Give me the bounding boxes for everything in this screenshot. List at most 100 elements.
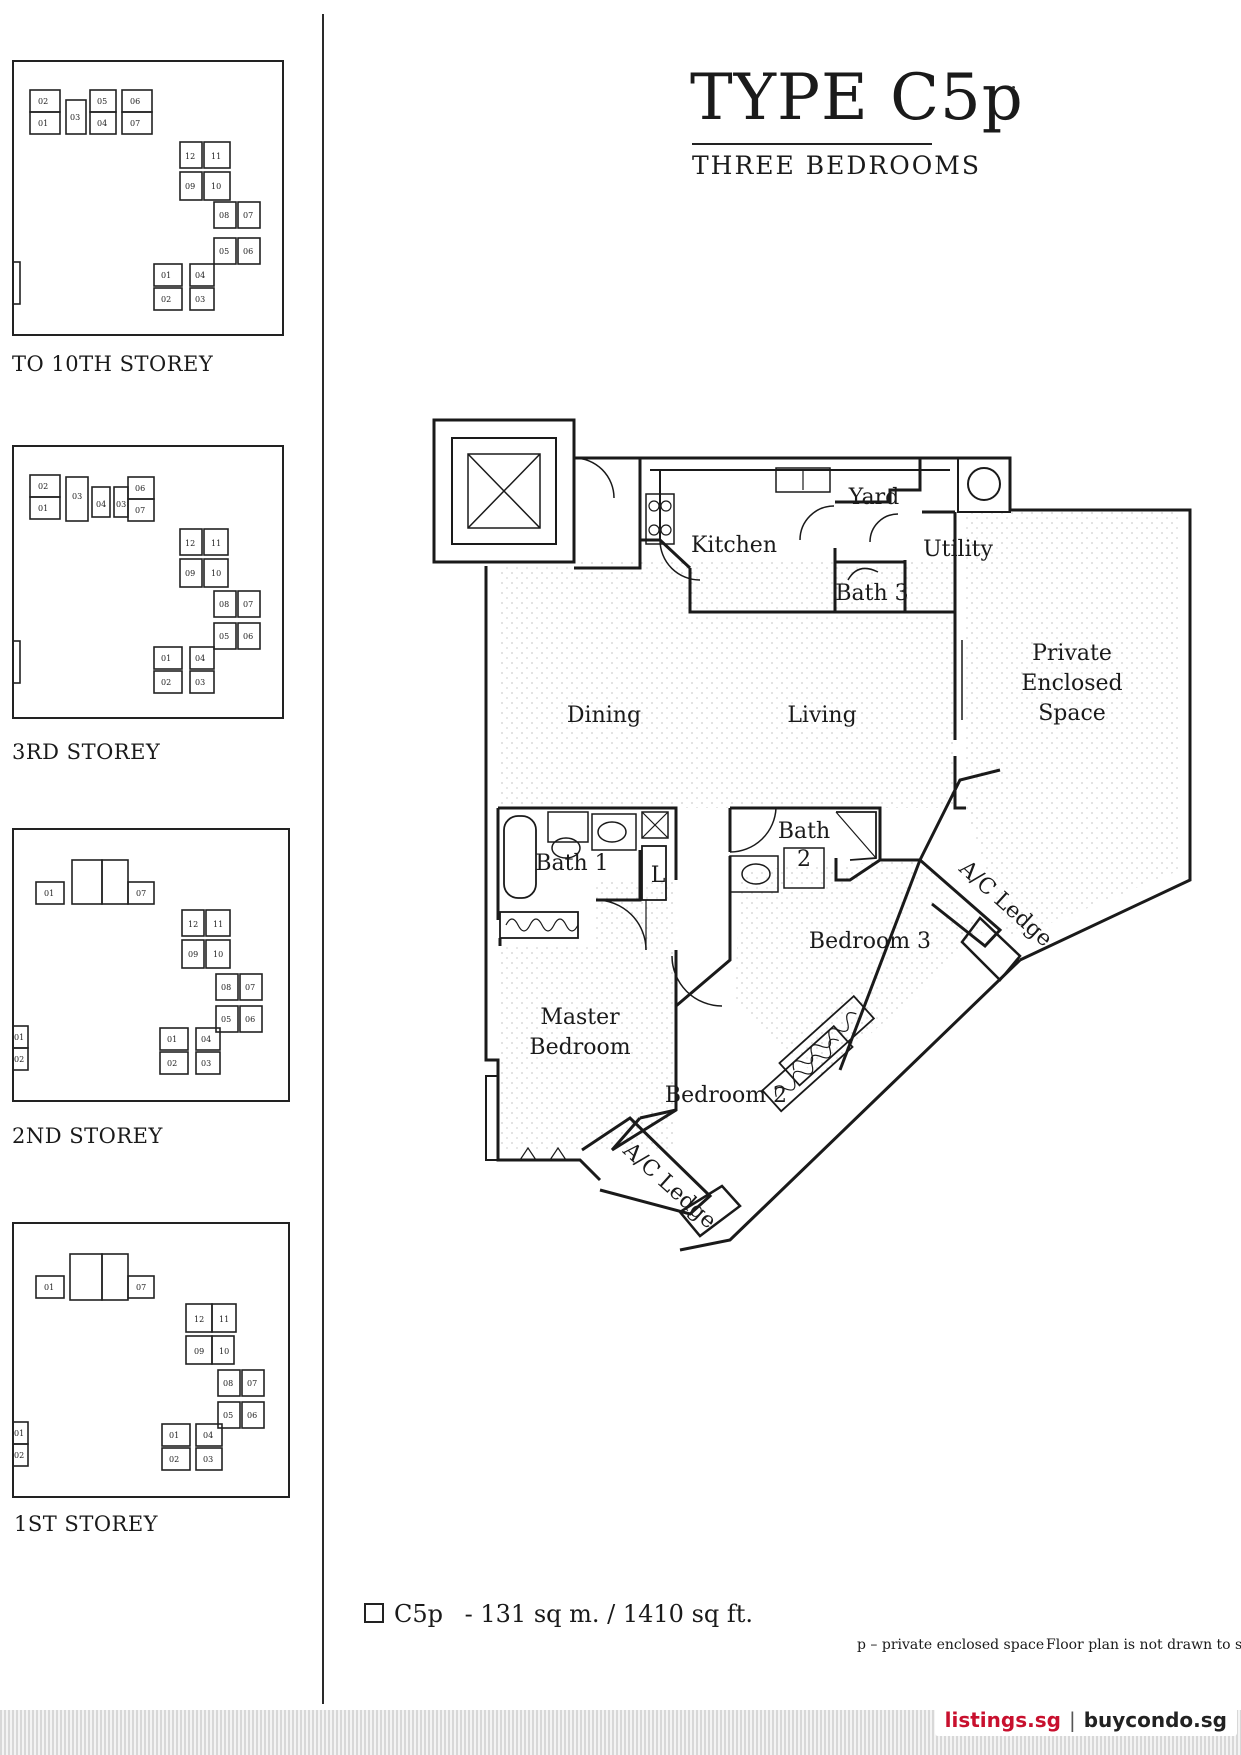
room-yard-label: Yard bbox=[848, 485, 900, 510]
svg-text:01: 01 bbox=[44, 1283, 54, 1292]
unit-area-legend: C5p - 131 sq m. / 1410 sq ft. bbox=[364, 1600, 753, 1628]
svg-text:08: 08 bbox=[219, 600, 229, 609]
ac-ledge-bottom-label: A/C Ledge bbox=[617, 1137, 721, 1234]
svg-text:03: 03 bbox=[116, 500, 126, 509]
svg-text:01: 01 bbox=[169, 1431, 179, 1440]
room-bath3-label: Bath 3 bbox=[835, 581, 908, 606]
page-divider bbox=[322, 14, 324, 1704]
svg-text:03: 03 bbox=[195, 678, 205, 687]
svg-text:04: 04 bbox=[203, 1431, 213, 1440]
svg-text:09: 09 bbox=[194, 1347, 204, 1356]
legend-checkbox-icon bbox=[364, 1603, 384, 1623]
svg-text:07: 07 bbox=[136, 889, 146, 898]
svg-text:01: 01 bbox=[38, 504, 48, 513]
svg-text:08: 08 bbox=[219, 211, 229, 220]
svg-text:08: 08 bbox=[221, 983, 231, 992]
legend-area: - 131 sq m. / 1410 sq ft. bbox=[464, 1600, 754, 1628]
svg-text:04: 04 bbox=[96, 500, 106, 509]
svg-text:07: 07 bbox=[245, 983, 255, 992]
svg-text:07: 07 bbox=[130, 119, 140, 128]
master-bedroom-floor bbox=[500, 880, 675, 1150]
title-rule bbox=[692, 143, 932, 145]
svg-text:01: 01 bbox=[161, 654, 171, 663]
floor-plan: Kitchen Yard Utility Bath 3 Private Encl… bbox=[432, 418, 1192, 1252]
room-utility-label: Utility bbox=[923, 537, 993, 562]
svg-text:06: 06 bbox=[247, 1411, 257, 1420]
lift-shaft bbox=[432, 418, 576, 564]
room-private-line3: Space bbox=[1038, 701, 1106, 726]
room-l-mark: L bbox=[651, 863, 666, 888]
svg-text:03: 03 bbox=[195, 295, 205, 304]
key-plan-1st-label: 1ST STOREY bbox=[14, 1512, 159, 1536]
svg-text:12: 12 bbox=[185, 539, 195, 548]
room-kitchen-label: Kitchen bbox=[691, 533, 777, 558]
unit-type-subtitle: THREE BEDROOMS bbox=[692, 151, 981, 180]
room-bedroom2-label: Bedroom 2 bbox=[665, 1083, 787, 1108]
svg-text:09: 09 bbox=[188, 950, 198, 959]
speck bbox=[1012, 86, 1015, 89]
svg-text:07: 07 bbox=[243, 211, 253, 220]
svg-text:02: 02 bbox=[14, 1055, 24, 1064]
key-plan-3rd-label: 3RD STOREY bbox=[12, 740, 161, 764]
svg-text:11: 11 bbox=[213, 920, 223, 929]
living-dining-floor bbox=[498, 562, 955, 808]
svg-text:01: 01 bbox=[14, 1429, 24, 1438]
svg-text:06: 06 bbox=[243, 632, 253, 641]
svg-text:09: 09 bbox=[185, 182, 195, 191]
svg-text:06: 06 bbox=[135, 484, 145, 493]
svg-text:02: 02 bbox=[161, 678, 171, 687]
svg-text:02: 02 bbox=[38, 97, 48, 106]
svg-text:02: 02 bbox=[161, 295, 171, 304]
bedroom-3-floor bbox=[735, 860, 985, 1080]
svg-text:07: 07 bbox=[243, 600, 253, 609]
svg-text:01: 01 bbox=[38, 119, 48, 128]
svg-text:04: 04 bbox=[195, 271, 205, 280]
room-private-line2: Enclosed bbox=[1021, 671, 1122, 696]
private-space-floor bbox=[966, 512, 1180, 940]
svg-text:10: 10 bbox=[211, 182, 221, 191]
svg-text:07: 07 bbox=[135, 506, 145, 515]
watermark-site-b: buycondo.sg bbox=[1083, 1708, 1227, 1732]
svg-text:05: 05 bbox=[221, 1015, 231, 1024]
svg-text:01: 01 bbox=[167, 1035, 177, 1044]
svg-text:05: 05 bbox=[223, 1411, 233, 1420]
svg-text:11: 11 bbox=[219, 1315, 229, 1324]
room-master-line1: Master bbox=[540, 1005, 620, 1030]
key-plan-upper-label: TO 10TH STOREY bbox=[12, 352, 214, 376]
svg-text:07: 07 bbox=[136, 1283, 146, 1292]
svg-text:02: 02 bbox=[14, 1451, 24, 1460]
svg-text:01: 01 bbox=[44, 889, 54, 898]
svg-text:04: 04 bbox=[201, 1035, 211, 1044]
svg-text:05: 05 bbox=[219, 632, 229, 641]
svg-text:06: 06 bbox=[245, 1015, 255, 1024]
svg-text:12: 12 bbox=[185, 152, 195, 161]
svg-text:02: 02 bbox=[38, 482, 48, 491]
svg-text:06: 06 bbox=[243, 247, 253, 256]
watermark: listings.sg|buycondo.sg bbox=[934, 1704, 1237, 1736]
svg-text:05: 05 bbox=[97, 97, 107, 106]
svg-text:06: 06 bbox=[130, 97, 140, 106]
svg-text:05: 05 bbox=[219, 247, 229, 256]
room-living-label: Living bbox=[787, 703, 856, 728]
svg-text:03: 03 bbox=[203, 1455, 213, 1464]
watermark-separator: | bbox=[1068, 1708, 1076, 1732]
svg-text:11: 11 bbox=[211, 152, 221, 161]
room-bedroom3-label: Bedroom 3 bbox=[809, 929, 931, 954]
room-master-line2: Bedroom bbox=[529, 1035, 630, 1060]
svg-text:02: 02 bbox=[167, 1059, 177, 1068]
svg-text:01: 01 bbox=[14, 1033, 24, 1042]
room-bath2-line1: Bath bbox=[778, 819, 830, 844]
svg-text:10: 10 bbox=[213, 950, 223, 959]
svg-text:09: 09 bbox=[185, 569, 195, 578]
svg-text:10: 10 bbox=[211, 569, 221, 578]
room-private-line1: Private bbox=[1032, 641, 1112, 666]
private-space-note: p – private enclosed space bbox=[857, 1637, 1045, 1653]
svg-text:03: 03 bbox=[72, 492, 82, 501]
scale-note: Floor plan is not drawn to sc bbox=[1046, 1637, 1241, 1653]
svg-text:02: 02 bbox=[169, 1455, 179, 1464]
